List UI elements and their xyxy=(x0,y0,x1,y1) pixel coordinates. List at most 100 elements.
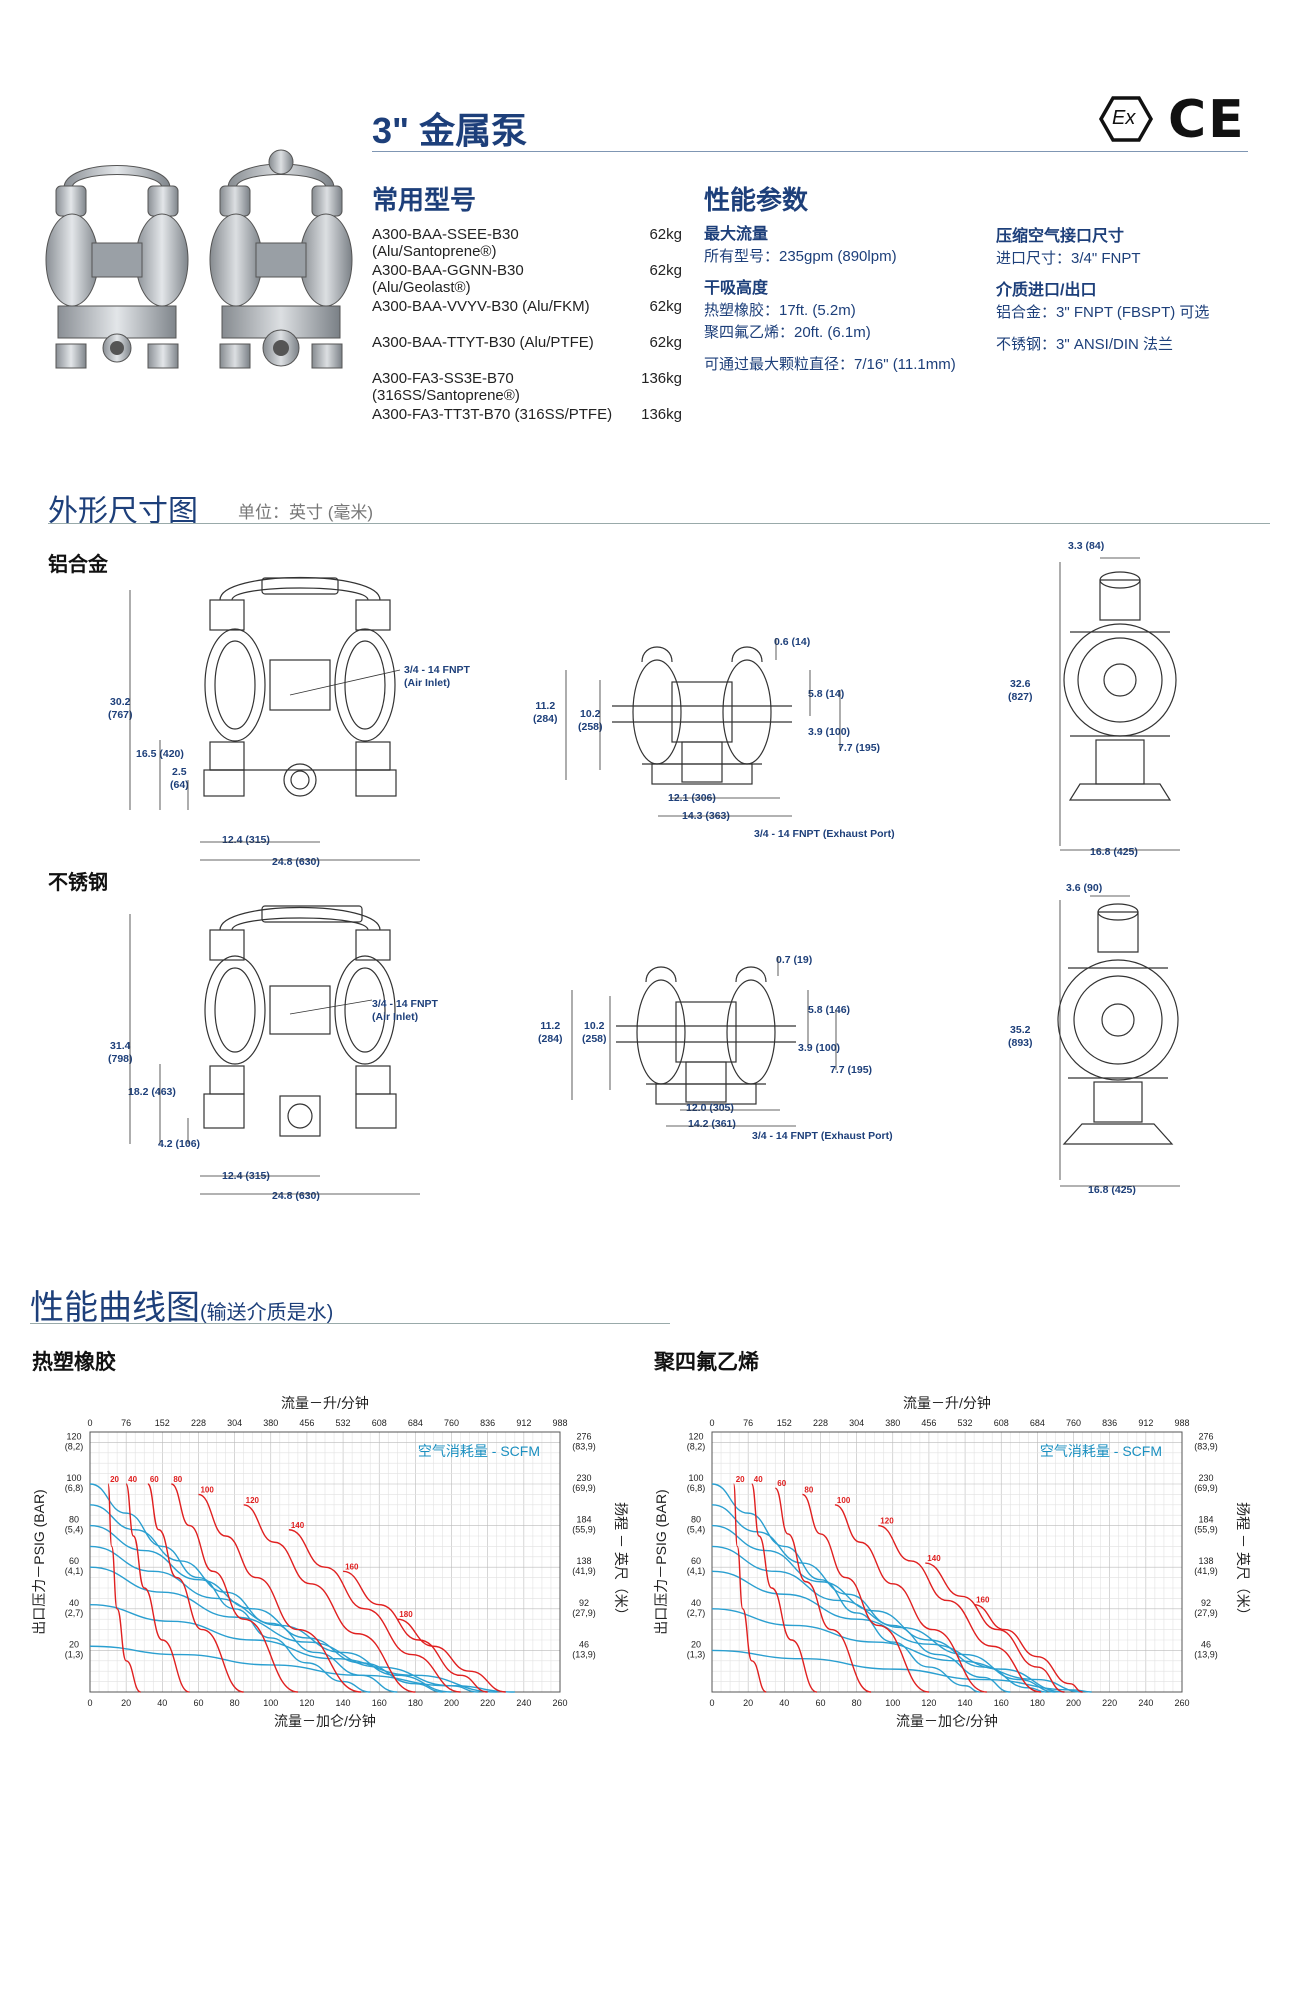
y-axis-label: 出口压力－PSIG (BAR) xyxy=(31,1489,47,1634)
page-title: 3" 金属泵 xyxy=(372,110,528,151)
spec-max-flow-value: 所有型号：235gpm (890lpm) xyxy=(704,248,897,265)
model-weight: 62kg xyxy=(649,262,682,279)
alu-front-dim-half-width: 12.4 (315) xyxy=(222,834,270,846)
air-curve-label: 140 xyxy=(291,1521,305,1530)
air-curve xyxy=(834,1504,987,1693)
x-top-tick-label: 380 xyxy=(885,1418,900,1428)
x-tick-label: 120 xyxy=(299,1698,314,1708)
pressure-curve xyxy=(711,1524,1047,1693)
alu-front-dim-base: 2.5 (64) xyxy=(170,766,189,791)
y-tick-label: 60(4,1) xyxy=(687,1556,706,1576)
spec-particle: 可通过最大颗粒直径：7/16" (11.1mm) xyxy=(704,356,956,373)
model-row: A300-BAA-VVYV-B30 (Alu/FKM)62kg xyxy=(372,298,682,334)
x-tick-label: 0 xyxy=(87,1698,92,1708)
ss-front-dim-lines xyxy=(129,914,420,1195)
ex-cert-icon: Ex xyxy=(1098,96,1154,142)
x-tick-label: 200 xyxy=(1066,1698,1081,1708)
air-curve-label: 100 xyxy=(837,1496,851,1505)
air-curve-label: 100 xyxy=(200,1485,214,1494)
x-top-tick-label: 228 xyxy=(813,1418,828,1428)
x-axis-label: 流量－加仑/分钟 xyxy=(274,1713,376,1729)
alu-front-dim-lines xyxy=(129,590,420,861)
x-top-tick-label: 304 xyxy=(849,1418,864,1428)
perf-heading: 性能参数 xyxy=(704,185,809,215)
specs-left: 最大流量 所有型号：235gpm (890lpm) 干吸高度 热塑橡胶：17ft… xyxy=(704,224,1004,376)
ss-front-drawing xyxy=(203,905,397,1137)
y-right-tick-label: 230(69,9) xyxy=(572,1473,596,1493)
x-top-tick-label: 0 xyxy=(87,1418,92,1428)
air-curve xyxy=(397,1618,506,1693)
x-tick-label: 260 xyxy=(1174,1698,1189,1708)
ss-side-dim-overall-width: 14.2 (361) xyxy=(688,1118,736,1130)
chart-legend: 空气消耗量 - SCFM xyxy=(1040,1443,1162,1459)
y-right-tick-label: 276(83,9) xyxy=(572,1431,596,1451)
ptfe-chart-title: 聚四氟乙烯 xyxy=(654,1351,759,1374)
air-curve xyxy=(878,1524,1042,1693)
top-axis-label: 流量－升/分钟 xyxy=(281,1395,369,1411)
y-axis-label: 出口压力－PSIG (BAR) xyxy=(653,1489,669,1634)
curves-heading-main: 性能曲线图 xyxy=(30,1289,200,1327)
alu-end-drawing xyxy=(1063,571,1177,801)
ex-cert-text: Ex xyxy=(1112,107,1136,129)
curves-rule xyxy=(30,1323,670,1324)
alu-side-dim-7-7: 7.7 (195) xyxy=(838,742,881,754)
x-tick-label: 160 xyxy=(994,1698,1009,1708)
ss-front-dim-height: 31.4 (798) xyxy=(108,1040,133,1065)
y-tick-label: 20(1,3) xyxy=(687,1639,706,1659)
pressure-curve xyxy=(711,1570,1065,1693)
x-tick-label: 80 xyxy=(852,1698,862,1708)
x-top-tick-label: 304 xyxy=(227,1418,242,1428)
models-heading: 常用型号 xyxy=(372,185,477,215)
air-curve-label: 20 xyxy=(110,1475,119,1484)
model-weight: 136kg xyxy=(641,406,682,423)
y-right-axis-label: 扬程 － 英尺（米） xyxy=(613,1502,629,1622)
alu-side-dim-3-9: 3.9 (100) xyxy=(808,726,851,738)
x-top-tick-label: 684 xyxy=(408,1418,423,1428)
pressure-curve xyxy=(711,1545,1056,1693)
y-tick-label: 20(1,3) xyxy=(65,1639,84,1659)
air-curve xyxy=(974,1603,1083,1693)
y-tick-label: 60(4,1) xyxy=(65,1556,84,1576)
x-tick-label: 240 xyxy=(516,1698,531,1708)
air-curve-label: 120 xyxy=(880,1517,894,1526)
ce-cert-icon: CE xyxy=(1168,90,1246,150)
air-curve-label: 60 xyxy=(777,1479,786,1488)
ss-front-dim-inlet-height: 18.2 (463) xyxy=(128,1086,176,1098)
chart-legend: 空气消耗量 - SCFM xyxy=(418,1443,540,1459)
model-row: A300-BAA-SSEE-B30 (Alu/Santoprene®)62kg xyxy=(372,226,682,262)
curves-heading-sub: (输送介质是水) xyxy=(200,1302,334,1324)
ss-end-dim-top: 3.6 (90) xyxy=(1066,882,1103,894)
ss-end-dim-lines xyxy=(1059,895,1180,1187)
x-tick-label: 20 xyxy=(743,1698,753,1708)
x-top-tick-label: 912 xyxy=(516,1418,531,1428)
air-curve xyxy=(243,1504,416,1693)
alu-side-dim-inner-height: 10.2 (258) xyxy=(578,708,603,733)
pressure-curve xyxy=(711,1483,980,1693)
y-tick-label: 100(6,8) xyxy=(65,1473,84,1493)
top-axis-label: 流量－升/分钟 xyxy=(903,1395,991,1411)
ss-end-drawing xyxy=(1057,903,1179,1145)
pressure-curve xyxy=(711,1504,1011,1693)
pressure-curve xyxy=(711,1608,1083,1693)
alu-end-dim-height: 32.6 (827) xyxy=(1008,678,1033,703)
ss-side-dim-3-9: 3.9 (100) xyxy=(798,1042,841,1054)
air-curve xyxy=(198,1493,362,1693)
x-tick-label: 180 xyxy=(1030,1698,1045,1708)
alu-side-dim-5-8: 5.8 (14) xyxy=(808,688,845,700)
pump-image-stainless xyxy=(206,148,356,378)
x-top-tick-label: 760 xyxy=(444,1418,459,1428)
x-top-tick-label: 0 xyxy=(709,1418,714,1428)
x-top-tick-label: 380 xyxy=(263,1418,278,1428)
air-curve xyxy=(171,1483,298,1693)
x-tick-label: 40 xyxy=(157,1698,167,1708)
y-right-tick-label: 138(41,9) xyxy=(1194,1556,1218,1576)
chart-frame xyxy=(711,1431,1183,1693)
model-weight: 62kg xyxy=(649,298,682,315)
air-curve-label: 140 xyxy=(927,1554,941,1563)
air-curve-label: 60 xyxy=(150,1475,159,1484)
alu-side-drawing xyxy=(612,646,792,785)
model-weight: 62kg xyxy=(649,334,682,351)
y-right-tick-label: 46(13,9) xyxy=(1194,1639,1218,1659)
